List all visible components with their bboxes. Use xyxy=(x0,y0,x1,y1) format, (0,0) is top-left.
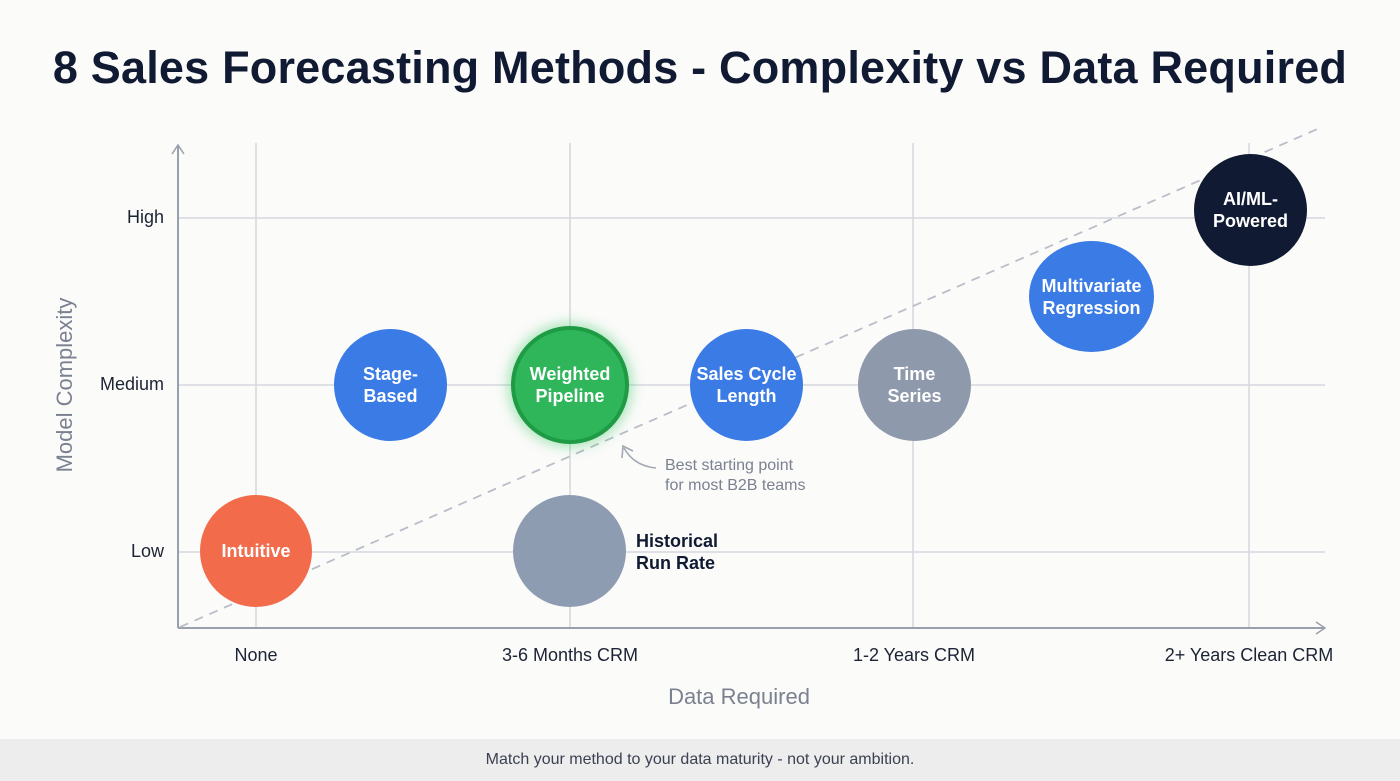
bubble-intuitive: Intuitive xyxy=(200,495,312,607)
annotation-arrow-icon xyxy=(623,447,657,469)
bubble-multivariate-regression: Multivariate Regression xyxy=(1029,241,1154,352)
bubble-stage-based: Stage- Based xyxy=(334,329,447,441)
bubble-label: Sales Cycle Length xyxy=(696,364,797,406)
xtick-1-2-years: 1-2 Years CRM xyxy=(852,645,976,665)
xtick-2-plus-years: 2+ Years Clean CRM xyxy=(1164,645,1334,665)
bubble-label: Stage- Based xyxy=(362,364,418,406)
ytick-low: Low xyxy=(130,541,164,561)
bubble-label: Multivariate Regression xyxy=(1041,275,1142,318)
annotation-arrowhead-icon xyxy=(621,444,634,459)
bubble-sales-cycle-length: Sales Cycle Length xyxy=(690,329,803,441)
x-axis-label: Data Required xyxy=(668,684,810,709)
footer-text: Match your method to your data maturity … xyxy=(485,751,915,768)
xtick-3-6-months: 3-6 Months CRM xyxy=(501,645,639,665)
bubble-label: Weighted Pipeline xyxy=(529,364,611,406)
ytick-high: High xyxy=(126,207,164,227)
bubble-historical-run-rate xyxy=(513,495,626,607)
footer-note: Match your method to your data maturity … xyxy=(0,739,1400,781)
bubble-label: AI/ML- Powered xyxy=(1212,189,1289,231)
chart-title: 8 Sales Forecasting Methods - Complexity… xyxy=(52,42,1348,93)
bubble-label: Time Series xyxy=(887,364,942,406)
axes xyxy=(171,143,1327,635)
xtick-none: None xyxy=(234,645,278,665)
annotation-text: Best starting point for most B2B teams xyxy=(665,457,806,494)
bubble-time-series: Time Series xyxy=(858,329,971,441)
bubble-weighted-pipeline: Weighted Pipeline xyxy=(511,326,629,444)
y-axis-label: Model Complexity xyxy=(52,297,77,473)
ytick-medium: Medium xyxy=(99,374,164,394)
bubble-ai-ml-powered: AI/ML- Powered xyxy=(1194,154,1307,266)
historical-run-rate-label: Historical Run Rate xyxy=(636,531,719,573)
bubble-label: Intuitive xyxy=(221,541,291,561)
